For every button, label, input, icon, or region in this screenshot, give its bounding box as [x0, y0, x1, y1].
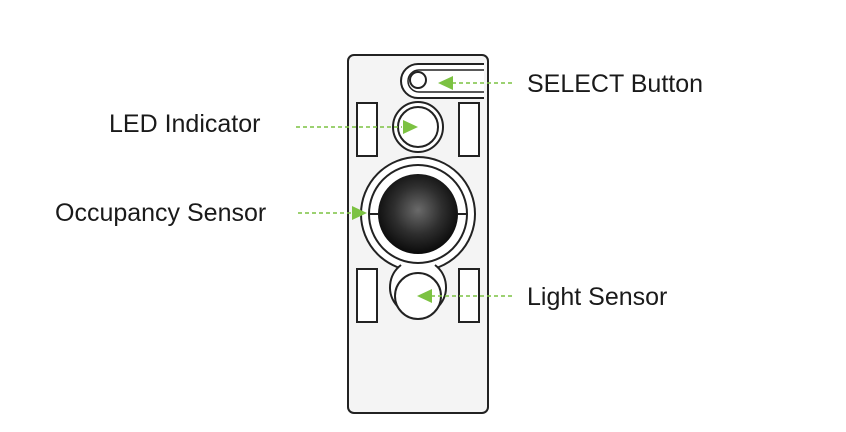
arrow-head-led — [403, 120, 418, 134]
callout-light — [417, 289, 512, 303]
occupancy-sensor-lens — [378, 174, 458, 254]
select-button[interactable] — [409, 71, 427, 89]
arrow-head-select — [438, 76, 453, 90]
slot-upper-right — [458, 102, 480, 157]
slot-upper-left — [356, 102, 378, 157]
led-indicator-label: LED Indicator — [109, 110, 261, 138]
arrow-head-light — [417, 289, 432, 303]
arrow-head-occupancy — [352, 206, 367, 220]
occupancy-sensor-label: Occupancy Sensor — [55, 199, 267, 227]
callout-select — [438, 76, 512, 90]
select-button-inner-outline — [407, 69, 484, 93]
light-sensor-label: Light Sensor — [527, 283, 668, 311]
callout-led — [296, 120, 418, 134]
callout-occupancy — [298, 206, 367, 220]
select-button-label: SELECT Button — [527, 70, 704, 98]
slot-lower-left — [356, 268, 378, 323]
